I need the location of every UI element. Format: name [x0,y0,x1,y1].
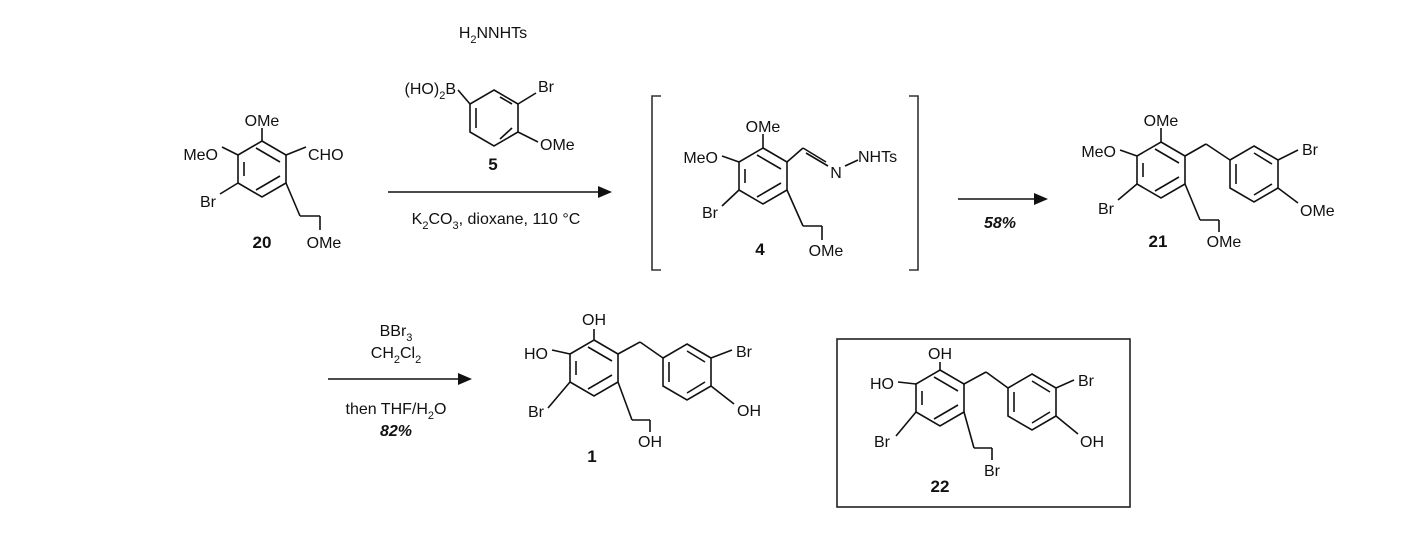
ho-label: HO [870,376,894,393]
compound-label-20: 20 [253,233,272,252]
oh-label: OH [1080,434,1104,451]
yield-82: 82% [380,423,412,440]
compound-20: OMe MeO CHO Br OMe 20 [183,113,343,252]
br-label: Br [538,79,555,96]
step-2: 58% [958,193,1048,232]
cho-label: CHO [308,147,344,164]
br-label: Br [1302,142,1319,159]
compound-label-5: 5 [488,155,497,174]
step-3: BBr3 CH2Cl2 then THF/H2O 82% [328,323,472,440]
meo-label: MeO [1081,144,1116,161]
arrowhead [598,186,612,198]
oh-label: OH [928,346,952,363]
n-label: N [830,165,842,182]
compound-4: OMe MeO N NHTs Br OMe 4 [683,119,897,260]
boronic-acid-5: (HO)2B Br OMe 5 [405,79,575,174]
compound-1: OH HO Br OH Br OH 1 [524,312,761,466]
reagent-bbr3: BBr3 [380,323,413,344]
compound-label-21: 21 [1149,232,1168,251]
ome-side-label: OMe [307,235,342,252]
br-label: Br [200,194,217,211]
ome-label: OMe [1144,113,1179,130]
compound-label-1: 1 [587,447,596,466]
compound-label-4: 4 [755,240,765,259]
step-1: H2NNHTs (HO)2B Br OMe 5 K2CO3, dioxane, … [388,25,612,232]
br-side-label: Br [984,463,1001,480]
ome-label: OMe [746,119,781,136]
br-label: Br [702,205,719,222]
reagent-tosylhydrazide: H2NNHTs [459,25,527,46]
compound-21: OMe MeO Br OMe Br OMe 21 [1081,113,1334,251]
yield-58: 58% [984,215,1016,232]
ome-side-label: OMe [1207,234,1242,251]
br-label: Br [528,404,545,421]
oh-label: OH [582,312,606,329]
br-label: Br [736,344,753,361]
meo-label: MeO [683,150,718,167]
arrowhead [458,373,472,385]
oh-label: OH [737,403,761,420]
ome-side-label: OMe [809,243,844,260]
compound-22: OH HO Br OH Br Br 22 [870,346,1104,496]
meo-label: MeO [183,147,218,164]
reagent-workup: then THF/H2O [346,401,447,422]
ome-label: OMe [540,137,575,154]
ome-label: OMe [245,113,280,130]
ho-label: HO [524,346,548,363]
compound-label-22: 22 [931,477,950,496]
oh-side-label: OH [638,434,662,451]
br-label: Br [1078,373,1095,390]
boronic-acid-label: (HO)2B [405,81,456,102]
nhts-label: NHTs [858,149,897,166]
arrowhead [1034,193,1048,205]
br-label: Br [874,434,891,451]
bracket-left [651,95,661,271]
br-label: Br [1098,201,1115,218]
bracket-right [909,95,919,271]
reagent-ch2cl2: CH2Cl2 [371,345,421,366]
reaction-conditions-1: K2CO3, dioxane, 110 °C [412,211,581,232]
ome-label: OMe [1300,203,1335,220]
compound-22-box [836,338,1131,508]
compound-20-ring [237,140,287,198]
